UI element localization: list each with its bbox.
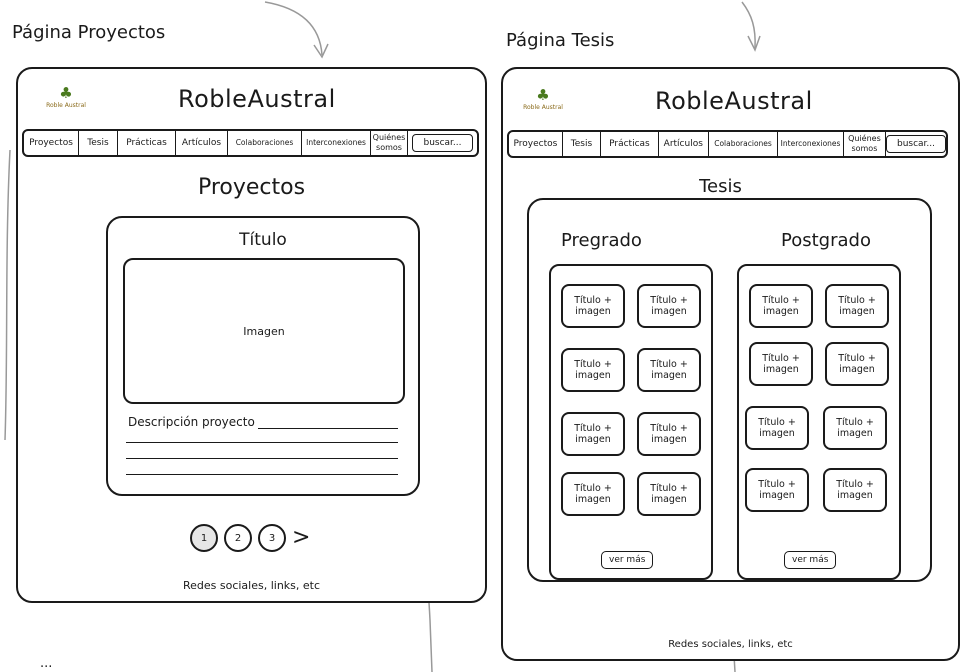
tesis-page-label: Página Tesis: [506, 30, 615, 51]
tesis-tile[interactable]: Título + imagen: [561, 412, 625, 456]
tesis-tile[interactable]: Título + imagen: [745, 468, 809, 512]
nav-item-quienes-somos[interactable]: Quiénes somos: [844, 132, 886, 156]
next-page-icon[interactable]: >: [292, 525, 311, 550]
description-line: [258, 428, 398, 429]
page-title: Tesis: [699, 176, 742, 197]
logo-text: Roble Austral: [523, 104, 563, 111]
nav-item-proyectos[interactable]: Proyectos: [24, 131, 79, 155]
search-wrap: buscar...: [408, 131, 477, 155]
tesis-tile[interactable]: Título + imagen: [825, 342, 889, 386]
tesis-tile[interactable]: Título + imagen: [745, 406, 809, 450]
footer: Redes sociales, links, etc: [182, 579, 321, 592]
tree-icon: ♣: [59, 84, 73, 102]
pregrado-title: Pregrado: [561, 230, 642, 251]
tesis-tile[interactable]: Título + imagen: [561, 348, 625, 392]
nav-item-quienes-somos[interactable]: Quiénes somos: [371, 131, 408, 155]
postgrado-column: Título + imagen Título + imagen Título +…: [737, 264, 901, 580]
nav-item-tesis[interactable]: Tesis: [79, 131, 118, 155]
search-input[interactable]: buscar...: [412, 134, 473, 152]
description-line: [126, 458, 398, 459]
tesis-container: Pregrado Postgrado Título + imagen Títul…: [527, 198, 932, 582]
logo-text: Roble Austral: [46, 102, 86, 109]
tesis-tile[interactable]: Título + imagen: [823, 468, 887, 512]
pagination: 1 2 3 >: [190, 524, 310, 552]
page-button-3[interactable]: 3: [258, 524, 286, 552]
nav-item-proyectos[interactable]: Proyectos: [509, 132, 563, 156]
nav-bar: Proyectos Tesis Prácticas Artículos Cola…: [507, 130, 948, 158]
card-title: Título: [239, 230, 287, 250]
nav-bar: Proyectos Tesis Prácticas Artículos Cola…: [22, 129, 479, 157]
page-button-2[interactable]: 2: [224, 524, 252, 552]
nav-item-interconexiones[interactable]: Interconexiones: [778, 132, 844, 156]
footer: Redes sociales, links, etc: [668, 639, 793, 650]
tesis-tile[interactable]: Título + imagen: [637, 284, 701, 328]
search-wrap: buscar...: [885, 132, 947, 156]
description-line: [126, 474, 398, 475]
nav-item-articulos[interactable]: Artículos: [176, 131, 228, 155]
page-button-1[interactable]: 1: [190, 524, 218, 552]
nav-item-colaboraciones[interactable]: Colaboraciones: [228, 131, 302, 155]
description-line: [126, 442, 398, 443]
tree-icon: ♣: [536, 86, 550, 104]
ver-mas-button[interactable]: ver más: [784, 551, 837, 569]
nav-item-practicas[interactable]: Prácticas: [118, 131, 176, 155]
project-card[interactable]: Título Imagen Descripción proyecto: [106, 216, 420, 496]
page-title: Proyectos: [197, 175, 306, 200]
brand-title: RobleAustral: [178, 85, 336, 113]
tesis-tile[interactable]: Título + imagen: [749, 284, 813, 328]
tesis-page-frame: ♣ Roble Austral RobleAustral Proyectos T…: [501, 67, 960, 661]
card-image: Imagen: [123, 258, 405, 404]
ver-mas-button[interactable]: ver más: [601, 551, 654, 569]
tesis-tile[interactable]: Título + imagen: [637, 412, 701, 456]
logo: ♣ Roble Austral: [46, 85, 86, 113]
proyectos-page-frame: ♣ Roble Austral RobleAustral Proyectos T…: [16, 67, 487, 603]
nav-item-colaboraciones[interactable]: Colaboraciones: [709, 132, 779, 156]
tesis-tile[interactable]: Título + imagen: [825, 284, 889, 328]
card-description: Descripción proyecto: [128, 415, 255, 429]
tesis-tile[interactable]: Título + imagen: [823, 406, 887, 450]
bottom-note: ...: [40, 656, 53, 671]
logo: ♣ Roble Austral: [523, 87, 563, 115]
search-input[interactable]: buscar...: [885, 135, 947, 153]
tesis-tile[interactable]: Título + imagen: [561, 472, 625, 516]
nav-item-practicas[interactable]: Prácticas: [601, 132, 659, 156]
nav-item-articulos[interactable]: Artículos: [659, 132, 709, 156]
tesis-tile[interactable]: Título + imagen: [749, 342, 813, 386]
pregrado-column: Título + imagen Título + imagen Título +…: [549, 264, 713, 580]
tesis-tile[interactable]: Título + imagen: [561, 284, 625, 328]
proyectos-page-label: Página Proyectos: [12, 22, 166, 43]
brand-title: RobleAustral: [655, 87, 813, 115]
nav-item-tesis[interactable]: Tesis: [563, 132, 602, 156]
tesis-tile[interactable]: Título + imagen: [637, 348, 701, 392]
postgrado-title: Postgrado: [781, 230, 871, 251]
tesis-tile[interactable]: Título + imagen: [637, 472, 701, 516]
nav-item-interconexiones[interactable]: Interconexiones: [302, 131, 371, 155]
